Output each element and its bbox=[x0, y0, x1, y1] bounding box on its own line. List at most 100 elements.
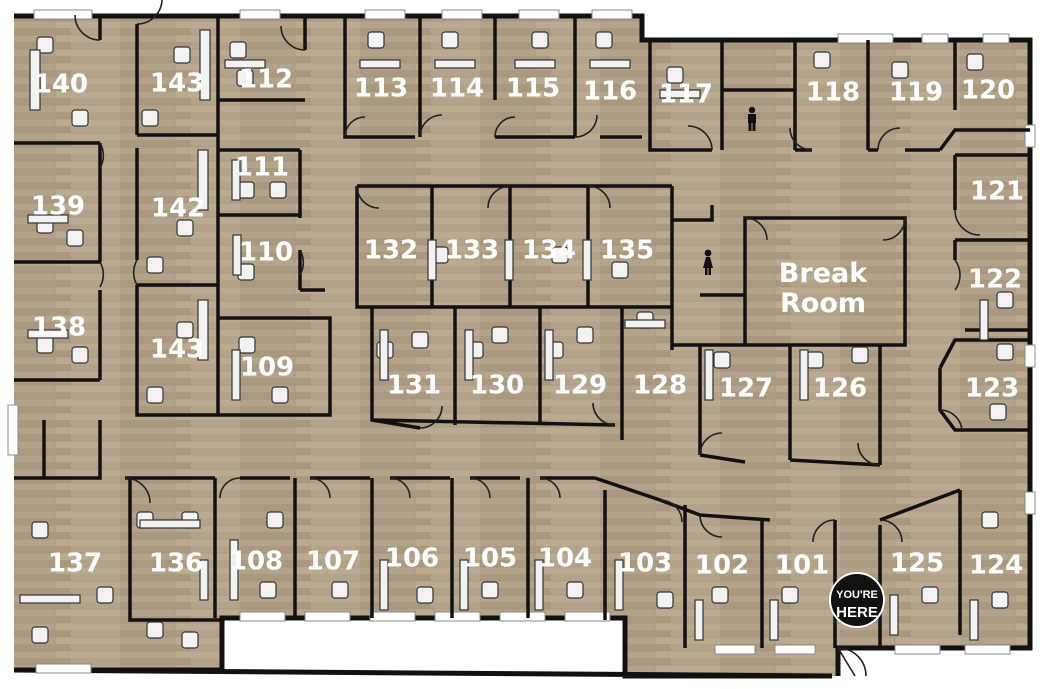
windows bbox=[7, 9, 1036, 674]
office-desk bbox=[624, 319, 666, 329]
break-room-label-line2: Room bbox=[780, 288, 866, 319]
room-118-label: 118 bbox=[806, 78, 860, 108]
office-chair bbox=[921, 586, 939, 604]
room-143-label: 143 bbox=[150, 69, 204, 99]
office-chair bbox=[141, 109, 159, 127]
office-chair bbox=[656, 591, 674, 609]
office-chair bbox=[806, 351, 824, 369]
office-chair bbox=[176, 219, 194, 237]
room-120-label: 120 bbox=[961, 76, 1015, 106]
office-desk bbox=[359, 59, 401, 69]
room-131-label: 131 bbox=[387, 371, 441, 401]
office-chair bbox=[31, 626, 49, 644]
office-chair bbox=[331, 581, 349, 599]
office-chair bbox=[981, 511, 999, 529]
room-124-label: 124 bbox=[969, 551, 1023, 581]
office-chair bbox=[441, 31, 459, 49]
office-desk bbox=[19, 594, 81, 604]
room-143-lower-label: 143 bbox=[150, 335, 204, 365]
office-chair bbox=[531, 31, 549, 49]
office-chair bbox=[713, 351, 731, 369]
office-chair bbox=[996, 291, 1014, 309]
office-chair bbox=[31, 521, 49, 539]
office-chair bbox=[576, 326, 594, 344]
room-112-label: 112 bbox=[239, 65, 293, 95]
room-135-label: 135 bbox=[600, 236, 654, 266]
office-desk bbox=[29, 49, 41, 111]
room-122-label: 122 bbox=[968, 265, 1022, 295]
office-chair bbox=[416, 586, 434, 604]
office-chair bbox=[181, 631, 199, 649]
office-chair bbox=[146, 256, 164, 274]
office-chair bbox=[238, 336, 256, 354]
office-desk bbox=[434, 59, 476, 69]
office-chair bbox=[259, 581, 277, 599]
office-chair bbox=[66, 229, 84, 247]
room-104-label: 104 bbox=[538, 544, 592, 574]
room-116-label: 116 bbox=[583, 77, 637, 107]
room-129-label: 129 bbox=[553, 371, 607, 401]
office-desk bbox=[27, 329, 69, 339]
office-chair bbox=[71, 346, 89, 364]
room-117-label: 117 bbox=[659, 80, 713, 110]
room-138-label: 138 bbox=[32, 313, 86, 343]
room-125-label: 125 bbox=[890, 549, 944, 579]
office-desk bbox=[197, 149, 209, 211]
office-desk bbox=[504, 239, 514, 281]
office-chair bbox=[146, 621, 164, 639]
you-are-here-marker-icon: YOU'RE HERE bbox=[829, 572, 885, 628]
office-desk bbox=[427, 239, 437, 281]
room-133-label: 133 bbox=[445, 236, 499, 266]
room-109-label: 109 bbox=[240, 353, 294, 383]
office-chair bbox=[891, 61, 909, 79]
office-chair bbox=[666, 66, 684, 84]
office-chair bbox=[551, 246, 569, 264]
room-114-label: 114 bbox=[430, 74, 484, 104]
office-chair bbox=[71, 109, 89, 127]
room-103-label: 103 bbox=[618, 549, 672, 579]
office-desk bbox=[589, 59, 631, 69]
office-desk bbox=[582, 239, 592, 281]
you-are-here-line1: YOU'RE bbox=[836, 589, 878, 601]
office-chair bbox=[711, 586, 729, 604]
office-chair bbox=[991, 591, 1009, 609]
office-desk bbox=[229, 539, 239, 601]
room-134-label: 134 bbox=[522, 236, 576, 266]
room-121-label: 121 bbox=[970, 177, 1024, 207]
room-137-label: 137 bbox=[48, 549, 102, 579]
office-desk bbox=[544, 329, 554, 381]
room-101-label: 101 bbox=[775, 551, 829, 581]
room-128-label: 128 bbox=[633, 371, 687, 401]
office-chair bbox=[595, 31, 613, 49]
office-desk bbox=[969, 599, 979, 641]
office-furniture bbox=[19, 29, 1014, 649]
office-desk bbox=[199, 29, 211, 101]
office-desk bbox=[659, 89, 701, 99]
you-are-here-line2: HERE bbox=[836, 604, 878, 621]
office-desk bbox=[704, 349, 714, 401]
office-desk bbox=[889, 594, 899, 636]
room-106-label: 106 bbox=[385, 544, 439, 574]
room-142-label: 142 bbox=[151, 194, 205, 224]
office-desk bbox=[459, 559, 469, 611]
room-119-label: 119 bbox=[889, 78, 943, 108]
office-chair bbox=[966, 53, 984, 71]
room-113-label: 113 bbox=[354, 74, 408, 104]
office-desk bbox=[614, 559, 624, 611]
office-desk bbox=[464, 329, 474, 381]
office-chair bbox=[813, 51, 831, 69]
office-desk bbox=[769, 599, 779, 641]
room-127-label: 127 bbox=[719, 374, 773, 404]
office-chair bbox=[481, 581, 499, 599]
room-130-label: 130 bbox=[470, 371, 524, 401]
doors bbox=[74, 0, 981, 677]
office-desk bbox=[224, 59, 266, 69]
office-chair bbox=[989, 403, 1007, 421]
office-chair bbox=[36, 36, 54, 54]
office-chair bbox=[491, 326, 509, 344]
room-102-label: 102 bbox=[695, 551, 749, 581]
restroom-woman-icon bbox=[703, 249, 713, 275]
office-desk bbox=[534, 559, 544, 611]
room-105-label: 105 bbox=[463, 544, 517, 574]
